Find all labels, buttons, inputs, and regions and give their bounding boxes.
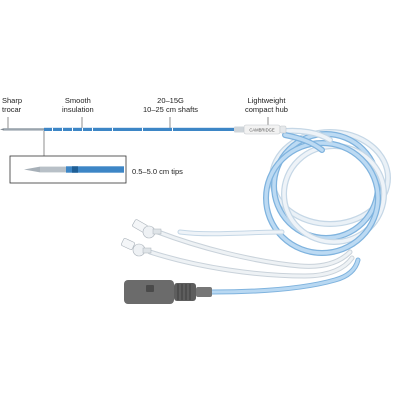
- coil-exit-tube-core: [178, 230, 284, 236]
- plug-grip: [174, 283, 196, 301]
- callout-hub: Lightweight compact hub: [245, 96, 288, 114]
- hub-tube-blue-core: [283, 133, 324, 152]
- hub-end: [279, 125, 287, 134]
- depth-markings: [52, 127, 173, 131]
- callout-tips: 0.5–5.0 cm tips: [132, 167, 183, 176]
- luer-connector-upper: [132, 219, 162, 239]
- cable-upper: [156, 230, 352, 268]
- electrical-connector: [124, 280, 212, 304]
- cable-middle: [148, 250, 354, 278]
- inset-active-tip: [40, 166, 66, 173]
- depth-mark: [142, 127, 143, 131]
- depth-mark: [52, 127, 53, 131]
- callout-hub-line2: compact hub: [245, 105, 288, 114]
- depth-mark: [62, 127, 63, 131]
- plug-latch: [146, 285, 154, 292]
- callout-shafts-line1: 20–15G: [157, 96, 184, 105]
- callout-smooth-insulation-line1: Smooth: [64, 96, 91, 105]
- depth-mark: [172, 127, 173, 131]
- needle-tip-metal: [4, 128, 44, 131]
- callout-shafts: 20–15G 10–25 cm shafts: [143, 96, 198, 114]
- luer-lower-body: [121, 238, 135, 250]
- depth-mark: [112, 127, 113, 131]
- inset-insulation: [66, 166, 124, 173]
- depth-mark: [92, 127, 93, 131]
- callout-smooth-insulation-line2: insulation: [62, 105, 94, 114]
- depth-mark: [82, 127, 83, 131]
- tubing-coil: [177, 127, 391, 256]
- inset-trocar-point: [24, 166, 40, 173]
- hub-tube-clear-core: [283, 129, 332, 142]
- needle-insulated-shaft: [44, 127, 234, 131]
- hub-collar: [234, 126, 244, 133]
- luer-upper-stem: [152, 228, 162, 235]
- tip-inset: [9, 131, 127, 184]
- hub-brand-text: CAMBRIDGE: [249, 127, 275, 132]
- callout-hub-line1: Lightweight: [247, 96, 286, 105]
- cable-lower: [210, 258, 360, 294]
- needle-trocar-point: [0, 128, 4, 131]
- callout-shafts-line2: 10–25 cm shafts: [143, 105, 199, 114]
- inset-band: [72, 166, 78, 173]
- callout-leaders: [7, 117, 269, 129]
- callout-sharp-trocar-line2: trocar: [2, 105, 22, 114]
- callout-sharp-trocar-line1: Sharp: [2, 96, 23, 105]
- plug-ridges: [177, 284, 191, 300]
- callout-sharp-trocar: Sharp trocar: [2, 96, 22, 114]
- connector-cables: [147, 229, 361, 295]
- plug-strain-relief: [196, 287, 212, 297]
- luer-connector-lower: [121, 238, 152, 257]
- needle: CAMBRIDGE: [0, 124, 287, 135]
- callout-smooth-insulation: Smooth insulation: [62, 96, 94, 114]
- depth-mark: [72, 127, 73, 131]
- connectors: [121, 219, 212, 304]
- coil-loop-blue-2-core: [264, 141, 380, 255]
- luer-lower-stem: [142, 247, 152, 254]
- callout-tips-text: 0.5–5.0 cm tips: [132, 167, 183, 176]
